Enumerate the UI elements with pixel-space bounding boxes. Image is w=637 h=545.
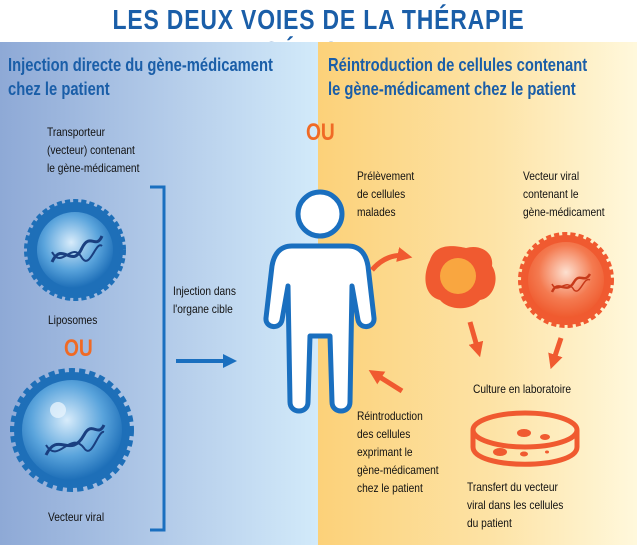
text-line: Vecteur viral (523, 169, 580, 183)
right-heading-line: le gène-médicament chez le patient (328, 79, 576, 99)
left-heading-line: chez le patient (8, 79, 110, 99)
text-line: contenant le (523, 187, 579, 201)
text-line: chez le patient (357, 481, 423, 495)
injection-label: Injection dans l'organe cible (173, 282, 236, 318)
text-line: (vecteur) contenant (47, 143, 135, 157)
text-line: du patient (467, 516, 512, 530)
text-line: Transfert du vecteur (467, 480, 558, 494)
viral-vector-red-icon (518, 232, 614, 328)
to-culture-arrow-1 (467, 321, 484, 358)
bracket (150, 185, 166, 532)
right-heading: Réintroduction de cellules contenant le … (328, 53, 587, 101)
text-line: gène-médicament (523, 205, 605, 219)
diseased-cell-icon (425, 246, 496, 309)
culture-label: Culture en laboratoire (473, 382, 572, 396)
text-line: exprimant le (357, 445, 413, 459)
text-line: l'organe cible (173, 302, 233, 316)
petri-dish-icon (470, 410, 580, 467)
text-line: de cellules (357, 187, 406, 201)
text-line: le gène-médicament (47, 161, 140, 175)
reintroduction-label: Réintroduction des cellules exprimant le… (357, 407, 439, 497)
text-line: malades (357, 205, 396, 219)
patient-figure-icon (263, 189, 377, 414)
text-line: Injection dans (173, 284, 236, 298)
left-or-label: OU (64, 335, 93, 362)
right-heading-line: Réintroduction de cellules contenant (328, 55, 588, 75)
viral-vector-icon (10, 368, 134, 492)
center-or-label: OU (306, 119, 335, 146)
liposomes-label: Liposomes (48, 313, 98, 327)
left-heading-line: Injection directe du gène-médicament (8, 55, 273, 75)
transporter-label: Transporteur (vecteur) contenant le gène… (47, 123, 139, 177)
reintroduction-arrow (368, 370, 404, 394)
text-line: Prélèvement (357, 169, 415, 183)
vector-label: Vecteur viral contenant le gène-médicame… (523, 167, 605, 221)
to-culture-arrow-2 (548, 337, 564, 370)
text-line: gène-médicament (357, 463, 439, 477)
sampling-label: Prélèvement de cellules malades (357, 167, 414, 221)
text-line: Réintroduction (357, 409, 423, 423)
text-line: viral dans les cellules (467, 498, 564, 512)
text-line: des cellules (357, 427, 411, 441)
text-line: Transporteur (47, 125, 106, 139)
transfer-label: Transfert du vecteur viral dans les cell… (467, 478, 563, 532)
liposome-icon (24, 199, 126, 301)
left-heading: Injection directe du gène-médicament che… (8, 53, 273, 101)
sampling-arrow (370, 247, 413, 272)
viral-vector-label: Vecteur viral (48, 510, 105, 524)
